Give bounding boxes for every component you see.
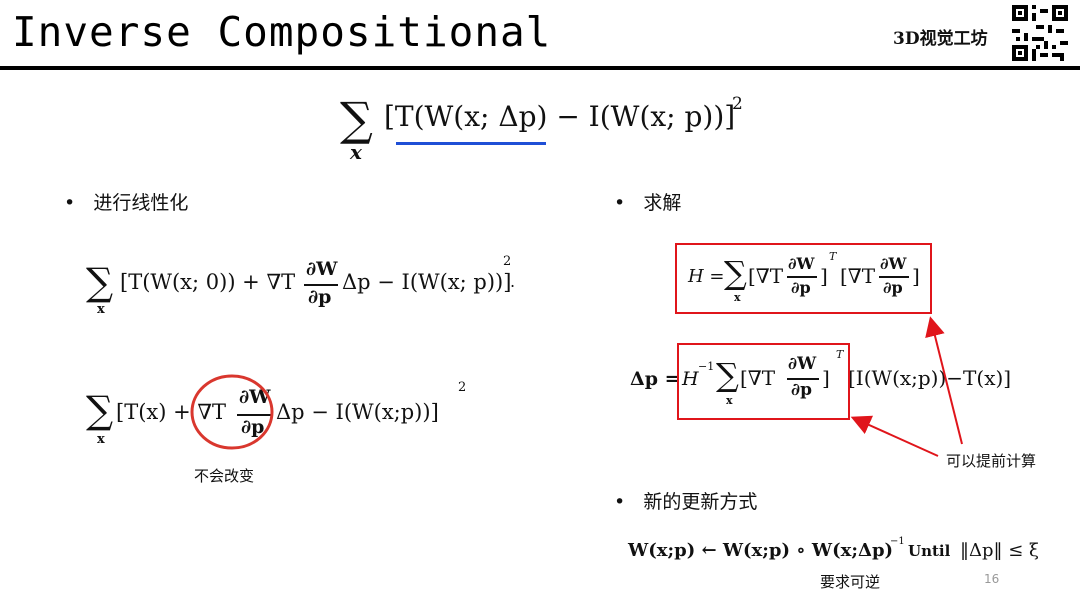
lin-frac-num: ∂W [306,258,338,280]
bullet-solve: • 求解 [614,192,682,214]
bullet-linearize-text: 进行线性化 [93,192,189,214]
note-precompute: 可以提前计算 [946,452,1037,470]
bullet-new-update: • 新的更新方式 [614,491,758,513]
delta-frac-num: ∂W [788,354,817,374]
brand-label: 3D视觉工坊 [893,29,988,49]
delta-highlight-box [677,343,850,420]
main-sum-subscript: x [350,140,362,164]
hess-b1-close: ] [820,264,828,288]
lin-lhs: [T(W(x; 0)) + ∇T [120,270,296,294]
main-formula-exponent: 2 [732,94,743,114]
hess-b1-den: ∂p [791,278,811,297]
hess-sum-subscript: x [734,291,741,304]
page-number: 16 [984,572,1000,586]
delta-hinv-exp: −1 [698,360,715,373]
update-exp: −1 [890,536,905,547]
delta-b-close: ] [822,366,830,390]
lin-frac-bar [304,284,338,286]
hess-lhs: H = [688,266,725,287]
hess-b2-num: ∂W [880,254,907,273]
slide-title: Inverse Compositional [12,8,552,56]
hess-b1-exp: T [829,250,837,263]
delta-lhs: Δp = [630,368,681,390]
note-unchanged: 不会改变 [194,467,255,485]
simp-sum-symbol: ∑ [86,388,114,432]
hess-b1-num: ∂W [788,254,815,273]
hess-b2-bar [879,276,909,278]
simp-frac-num: ∂W [239,386,271,408]
update-text: W(x;p) ← W(x;p) ∘ W(x;Δp) [628,540,894,561]
update-until: Until [908,542,951,560]
hess-b2-close: ] [912,264,920,288]
delta-b-exp: T [836,348,844,361]
lin-sum-symbol: ∑ [86,260,114,304]
hess-b2-open: [∇T [840,264,876,288]
lin-sum-subscript: x [97,302,105,317]
delta-rhs: [I(W(x;p))−T(x)] [848,366,1012,390]
simp-rhs: Δp − I(W(x;p))] [276,400,439,424]
simp-lhs: [T(x) + ∇T [116,400,227,424]
delta-b-open: [∇T [740,366,776,390]
lin-rhs: Δp − I(W(x; p))] [342,270,512,294]
main-sum-symbol: ∑ [340,92,373,146]
note-invertible: 要求可逆 [820,573,881,591]
delta-sum-symbol: ∑ [716,356,739,394]
delta-frac-bar [787,378,819,380]
hess-b1-bar [787,276,817,278]
main-formula-underline [396,142,546,145]
bullet-new-update-text: 新的更新方式 [643,491,758,513]
delta-hinv: H [682,368,699,390]
header-divider [0,66,1080,70]
hess-b2-den: ∂p [883,278,903,297]
main-formula-body: [T(W(x; Δp) − I(W(x; p))] [384,100,736,133]
precompute-arrow-left [850,415,939,457]
simp-exponent: 2 [458,380,467,395]
qr-code-icon [1012,5,1068,61]
delta-frac-den: ∂p [791,380,812,400]
hess-sum-symbol: ∑ [724,254,747,292]
update-cond: ‖Δp‖ ≤ ξ [960,540,1039,561]
bullet-linearize: • 进行线性化 [64,192,189,214]
bullet-solve-text: 求解 [643,192,682,214]
lin-frac-den: ∂p [308,286,332,308]
hessian-highlight-box [675,243,932,314]
lin-tail: . [510,272,516,291]
simp-frac-den: ∂p [241,416,265,438]
hess-b1-open: [∇T [748,264,784,288]
delta-sum-subscript: x [726,394,733,407]
simp-sum-subscript: x [97,432,105,447]
lin-exponent: 2 [503,254,512,269]
